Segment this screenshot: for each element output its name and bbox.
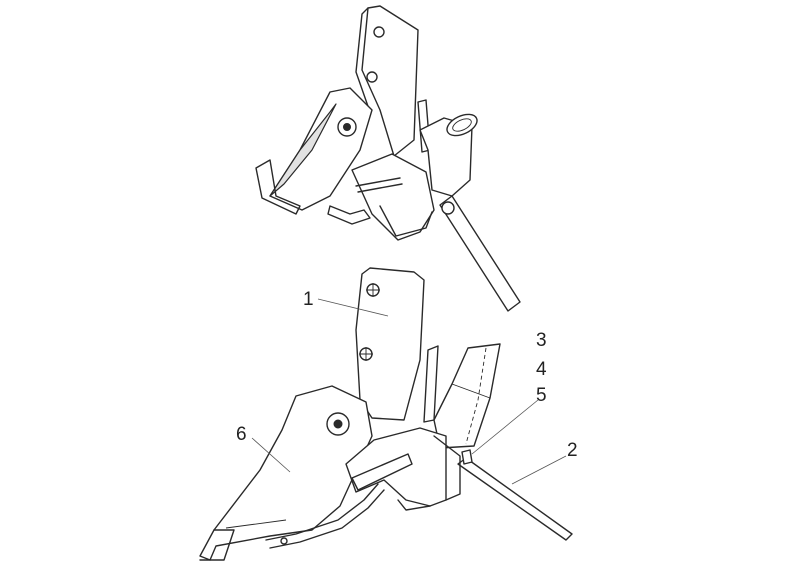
top-plate-hole-lower <box>366 71 378 83</box>
nut-part-5 <box>461 449 473 465</box>
bar-part-2 <box>457 457 573 541</box>
callout-1: 1 <box>303 289 314 310</box>
main-plate-part-1 <box>355 267 425 421</box>
top-plate-hole-upper <box>373 26 385 38</box>
leader-1 <box>317 298 389 317</box>
callout-3: 3 <box>536 330 547 351</box>
leader-6 <box>251 437 291 473</box>
bottom-assembly-view <box>199 267 573 561</box>
top-bracket <box>351 153 435 241</box>
top-square-bar <box>439 195 521 312</box>
shank-part-6 <box>199 385 373 561</box>
pivot-bolt-inner <box>333 419 343 429</box>
lower-rod <box>265 483 379 541</box>
rod-small <box>423 345 439 423</box>
top-wing <box>255 159 301 215</box>
callout-2: 2 <box>567 440 578 461</box>
leader-lines <box>251 298 567 485</box>
bracket <box>345 427 447 507</box>
callout-4: 4 <box>536 359 547 380</box>
tube-part-3-4 <box>433 343 501 449</box>
top-shank <box>269 87 373 211</box>
top-assembly-view <box>255 5 521 312</box>
top-nut <box>441 201 455 215</box>
top-tube <box>419 117 473 197</box>
bracket-slot <box>351 453 413 491</box>
top-bolt-inner <box>343 123 351 131</box>
callout-labels: 1 2 3 4 5 6 <box>236 289 578 461</box>
top-main-plate <box>361 5 419 157</box>
leader-2 <box>511 455 567 485</box>
callout-6: 6 <box>236 424 247 445</box>
leader-5 <box>471 399 539 455</box>
shank-tip <box>199 529 235 561</box>
callout-5: 5 <box>536 385 547 406</box>
